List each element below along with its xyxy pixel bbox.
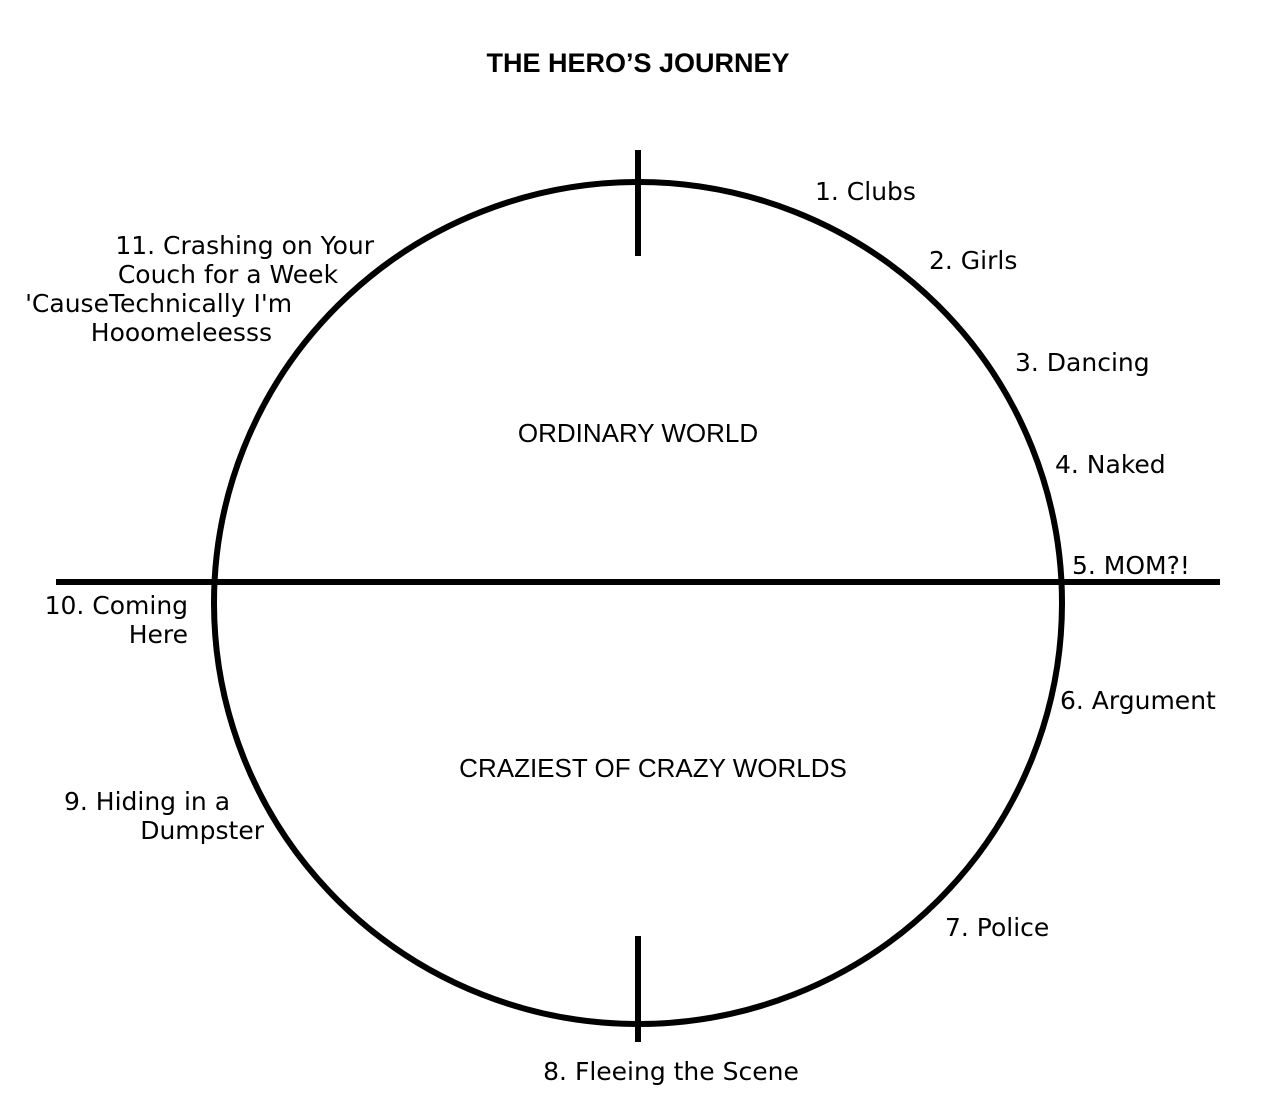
stage-11-label: 11. Crashing on Your Couch for a Week 'C… xyxy=(25,231,382,347)
stage-5-label: 5. MOM?! xyxy=(1072,551,1190,580)
stage-6-label: 6. Argument xyxy=(1060,686,1216,715)
crazy-worlds-label: CRAZIEST OF CRAZY WORLDS xyxy=(459,753,847,783)
diagram-title: THE HERO’S JOURNEY xyxy=(486,48,789,78)
stage-8-label: 8. Fleeing the Scene xyxy=(543,1057,799,1086)
stage-10-label: 10. Coming Here xyxy=(45,591,196,649)
ordinary-world-label: ORDINARY WORLD xyxy=(518,418,758,448)
stage-7-label: 7. Police xyxy=(945,913,1049,942)
journey-circle xyxy=(211,179,1065,1027)
stage-9-label: 9. Hiding in a Dumpster xyxy=(64,787,265,845)
stage-4-label: 4. Naked xyxy=(1055,450,1166,479)
stage-1-label: 1. Clubs xyxy=(815,177,916,206)
stage-3-label: 3. Dancing xyxy=(1015,348,1150,377)
stage-2-label: 2. Girls xyxy=(929,246,1017,275)
